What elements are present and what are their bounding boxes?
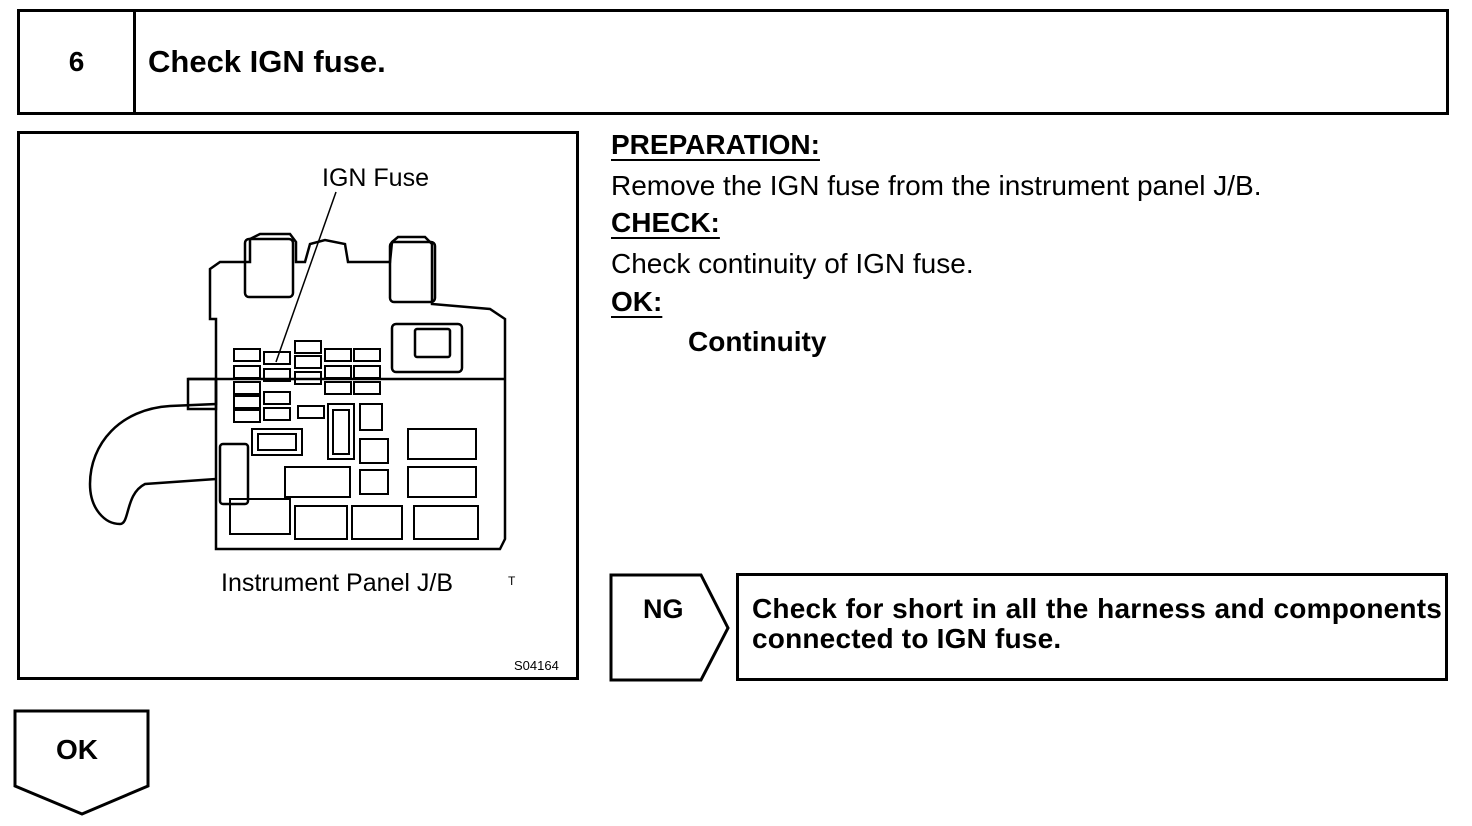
check-text: Check continuity of IGN fuse. — [611, 248, 974, 279]
ng-arrow-shape — [609, 573, 730, 682]
panel-label: Instrument Panel J/B — [221, 569, 454, 597]
ok-arrow-shape — [13, 709, 150, 816]
ng-action-box: Check for short in all the harness and c… — [736, 573, 1448, 681]
ign-fuse-label: IGN Fuse — [322, 164, 429, 192]
ok-value: Continuity — [688, 326, 827, 357]
ng-action-text: Check for short in all the harness and c… — [752, 593, 1442, 654]
step-number: 6 — [20, 12, 136, 112]
ok-heading: OK: — [611, 286, 663, 317]
preparation-text: Remove the IGN fuse from the instrument … — [611, 170, 1262, 201]
ok-branch-label: OK — [56, 734, 98, 765]
check-heading: CHECK: — [611, 207, 720, 238]
preparation-heading: PREPARATION: — [611, 129, 820, 160]
junction-block-figure: IGN Fuse Instrument Panel J/B T S04164 — [17, 131, 579, 680]
figure-mark: T — [508, 574, 516, 588]
ng-label: NG — [643, 594, 684, 624]
junction-block-diagram — [88, 191, 507, 551]
step-header: 6 Check IGN fuse. — [17, 9, 1449, 115]
step-title: Check IGN fuse. — [148, 44, 386, 79]
figure-code: S04164 — [514, 658, 559, 673]
